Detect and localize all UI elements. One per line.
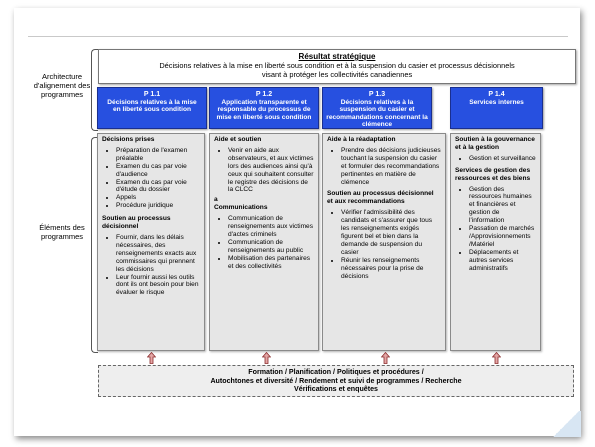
list-item: Gestion des ressources humaines et finan… (469, 186, 536, 226)
strategic-outcome-text: Décisions relatives à la mise en liberté… (159, 61, 515, 79)
column-subheading: Soutien au processus décisionnel et aux … (327, 190, 434, 206)
list-item: Mobilisation des partenaires et des coll… (228, 255, 314, 271)
column-subheading: Services de gestion des ressources et de… (455, 166, 531, 182)
program-elements-col-3: Aide à la réadaptation Prendre des décis… (322, 133, 446, 351)
program-label: Décisions relatives à la mise en liberté… (107, 98, 197, 114)
column-heading: Aide et soutien (214, 136, 262, 143)
program-elements-col-2: Aide et soutien Venir en aide aux observ… (209, 133, 319, 351)
architecture-label: Architecture d'alignement des programmes (33, 72, 91, 99)
list-item: Venir en aide aux observateurs, et aux v… (228, 147, 314, 194)
list-item: Réunir les renseignements nécessaires po… (341, 257, 441, 281)
program-number: P 1.4 (488, 91, 505, 98)
list-item: Préparation de l'examen préalable (116, 147, 200, 163)
up-arrow-icon (492, 352, 501, 364)
support-functions-box: Formation / Planification / Politiques e… (98, 365, 574, 397)
list-item: Leur fournir aussi les outils dont ils o… (116, 274, 200, 298)
architecture-brace (91, 49, 98, 131)
support-functions-line-3: Vérifications et enquêtes (294, 385, 378, 394)
corner-accent (551, 411, 581, 437)
program-number: P 1.1 (143, 91, 161, 98)
list-item: Gestion et surveillance (469, 155, 536, 163)
list-item: Fournir, dans les délais nécessaires, de… (116, 234, 200, 274)
up-arrow-icon (262, 352, 271, 364)
program-number: P 1.2 (255, 91, 273, 98)
column-heading: Aide à la réadaptation (327, 136, 396, 143)
list-item: Examen du cas par voie d'audience (116, 163, 200, 179)
program-box-1-2: P 1.2 Application transparente et respon… (209, 87, 319, 129)
program-label: Application transparente et responsable … (216, 98, 312, 121)
list-item: Communication de renseignements au publi… (228, 239, 314, 255)
list-item: Vérifier l'admissibilité des candidats e… (341, 209, 441, 256)
list-item: Passation de marchés /Approvisionnements… (469, 225, 536, 249)
program-box-1-3: P 1.3 Décisions relatives à la suspensio… (322, 87, 432, 129)
program-box-1-4: P 1.4 Services internes (450, 87, 543, 129)
program-number: P 1.3 (368, 91, 386, 98)
up-arrow-icon (381, 352, 390, 364)
list-item: Procédure juridique (116, 202, 200, 210)
column-heading: Décisions prises (102, 136, 155, 143)
strategic-outcome-box: Résultat stratégique Décisions relatives… (98, 49, 576, 84)
support-functions-line-1: Formation / Planification / Politiques e… (248, 368, 424, 376)
program-label: Services internes (469, 98, 524, 106)
elements-label: Éléments des programmes (39, 223, 85, 241)
list-item: Communication de renseignements aux vict… (228, 215, 314, 239)
column-heading: Soutien à la gouvernance et à la gestion (455, 136, 535, 151)
strategic-outcome-title: Résultat stratégique (298, 52, 376, 61)
column-subheading: Communications (214, 204, 268, 212)
support-functions-line-2: Autochtones et diversité / Rendement et … (210, 376, 462, 385)
up-arrow-icon (147, 352, 156, 364)
list-item: Examen du cas par voie d'étude du dossie… (116, 179, 200, 195)
program-elements-col-1: Décisions prises Préparation de l'examen… (97, 133, 205, 351)
column-subheading: Soutien au processus décisionnel (102, 215, 171, 231)
program-label: Décisions relatives à la suspension du c… (326, 98, 428, 129)
list-item: Prendre des décisions judicieuses toucha… (341, 147, 441, 187)
program-elements-col-4: Soutien à la gouvernance et à la gestion… (450, 133, 541, 351)
list-item: Appels (116, 194, 200, 202)
elements-brace (91, 137, 98, 353)
column-subheading-a: a (214, 196, 218, 204)
header-rule (28, 36, 568, 37)
list-item: Déplacements et autres services administ… (469, 249, 536, 273)
program-box-1-1: P 1.1 Décisions relatives à la mise en l… (97, 87, 207, 129)
